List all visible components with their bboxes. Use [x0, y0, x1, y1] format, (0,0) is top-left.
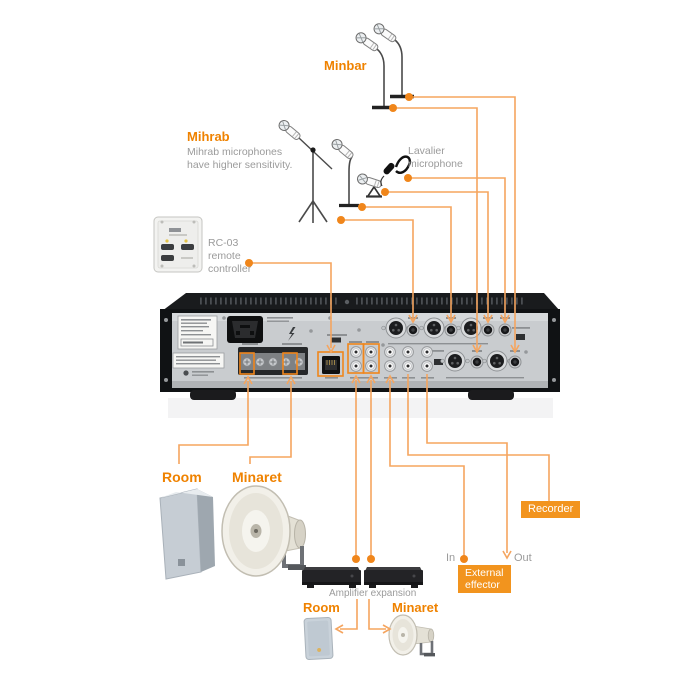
room-speaker-small-icon — [303, 616, 334, 660]
amplifier-rear-panel-icon — [160, 293, 560, 418]
rc03-label-line2: remote — [208, 250, 241, 262]
effector-out-label: Out — [514, 552, 532, 564]
rc03-label-line1: RC-03 — [208, 237, 239, 249]
room-speaker-icon — [159, 488, 215, 580]
handheld-microphone-icon — [355, 172, 384, 198]
lavalier-label-line2: microphone — [408, 158, 463, 170]
minaret-horn-small-icon — [388, 614, 435, 657]
external-effector-line1: External — [465, 567, 504, 579]
external-effector-chip: External effector — [458, 565, 511, 594]
mihrab-desc-line1: Mihrab microphones — [187, 146, 283, 158]
rating-sticker — [172, 315, 225, 376]
rc03-label-line3: controller — [208, 263, 252, 275]
rca-output-group — [349, 341, 379, 379]
recorder-chip: Recorder — [521, 501, 581, 518]
amplifier-expansion-label: Amplifier expansion — [329, 588, 417, 599]
expansion-room-label: Room — [303, 600, 340, 615]
external-effector-line2: effector — [465, 579, 500, 592]
minaret-speaker-label: Minaret — [232, 469, 282, 485]
mihrab-label: Mihrab — [187, 129, 230, 144]
rc03-remote-plate-icon — [153, 216, 203, 273]
minaret-horn-icon — [221, 485, 306, 577]
power-inlet-icon — [227, 316, 296, 343]
room-speaker-label: Room — [162, 469, 202, 485]
speaker-terminal-block — [238, 343, 308, 379]
remote-rj45-jack — [322, 334, 347, 379]
connection-dots — [245, 93, 468, 563]
expansion-minaret-label: Minaret — [392, 600, 439, 615]
connection-arrowheads — [243, 314, 520, 634]
mihrab-microphones-icon — [276, 117, 359, 223]
lavalier-microphone-icon — [380, 155, 411, 187]
lavalier-label-line1: Lavalier — [408, 145, 445, 157]
mihrab-desc-line2: have higher sensitivity. — [187, 159, 293, 171]
expansion-amplifier-icons — [302, 567, 423, 588]
connection-lines — [178, 96, 550, 630]
minbar-label: Minbar — [324, 58, 367, 73]
effector-in-label: In — [446, 552, 456, 564]
